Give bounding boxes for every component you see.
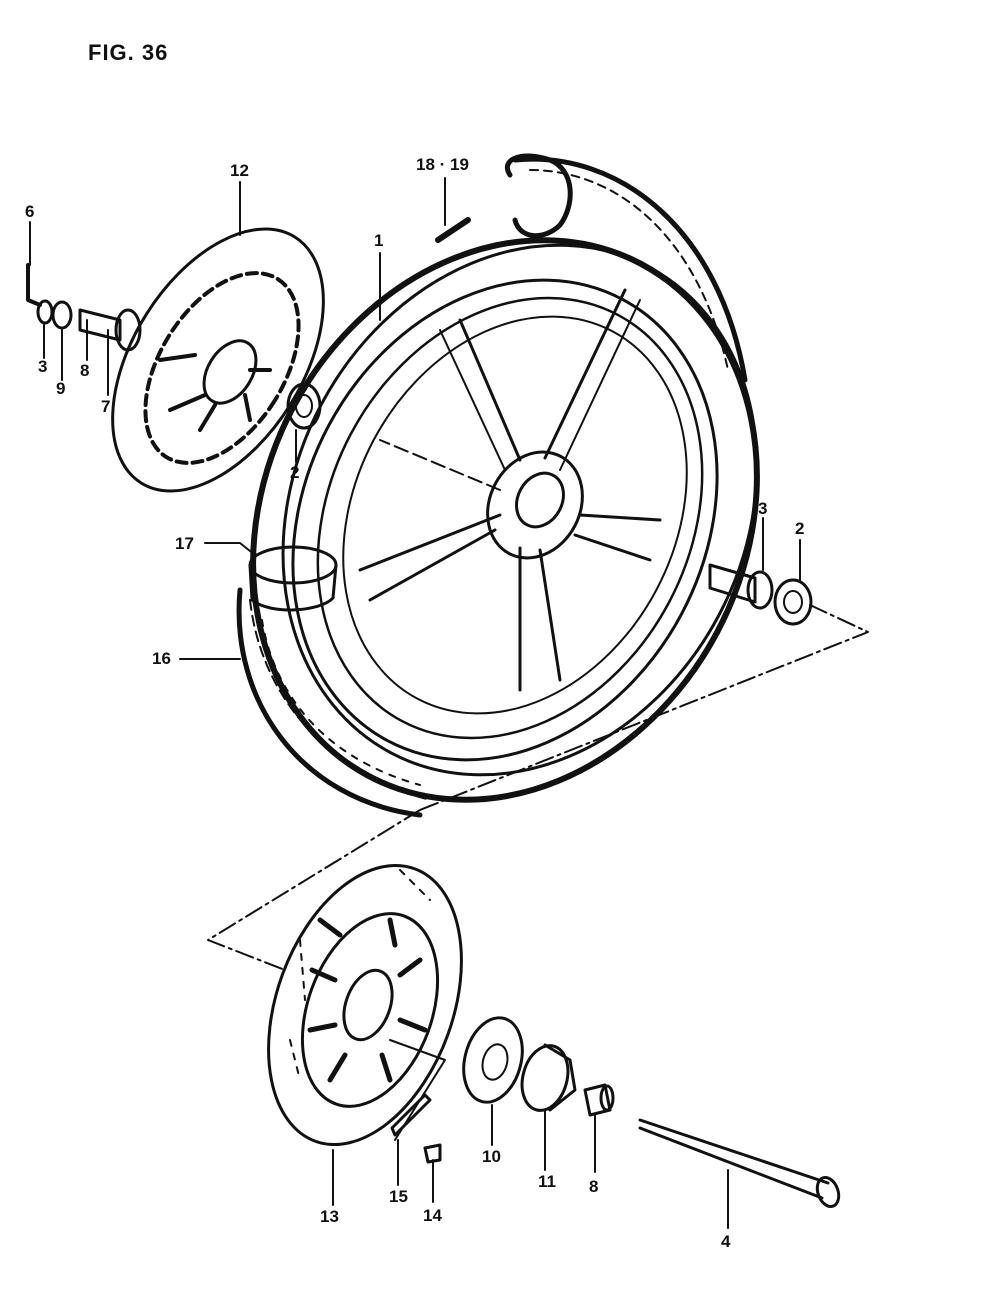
callout-11: 11 bbox=[538, 1172, 556, 1191]
seal-plate bbox=[462, 1016, 524, 1104]
brake-disc-right bbox=[267, 863, 463, 1147]
callout-16: 16 bbox=[152, 649, 171, 668]
lock-washer-bolt bbox=[389, 1039, 446, 1164]
callout-10: 10 bbox=[482, 1147, 501, 1166]
right-spacer-bearing bbox=[708, 563, 813, 626]
axle bbox=[638, 1118, 841, 1209]
figure-title: FIG. 36 bbox=[88, 40, 169, 65]
callout-6: 6 bbox=[25, 202, 35, 221]
callout-8-bottom: 8 bbox=[589, 1177, 599, 1196]
gearbox bbox=[520, 1043, 577, 1112]
brake-disc-left bbox=[111, 227, 325, 493]
spacer-lower bbox=[583, 1083, 615, 1117]
callout-18-19: 18 · 19 bbox=[416, 155, 469, 174]
assembly-guide-lines bbox=[207, 604, 869, 971]
callout-4: 4 bbox=[721, 1232, 731, 1251]
callout-2-right: 2 bbox=[795, 519, 805, 538]
callout-1: 1 bbox=[374, 231, 384, 250]
callout-12: 12 bbox=[230, 161, 249, 180]
left-hardware bbox=[26, 263, 142, 352]
callout-17: 17 bbox=[175, 534, 194, 553]
callout-3-left: 3 bbox=[38, 357, 48, 376]
callout-8-left: 8 bbox=[80, 361, 90, 380]
callout-2-top: 2 bbox=[290, 463, 300, 482]
wheel-rim bbox=[291, 278, 719, 762]
callout-14: 14 bbox=[423, 1206, 442, 1225]
tire bbox=[236, 156, 760, 818]
leader-lines bbox=[29, 177, 801, 1229]
callout-3-right: 3 bbox=[758, 499, 768, 518]
bearing-upper bbox=[286, 382, 322, 430]
callout-15: 15 bbox=[389, 1187, 408, 1206]
callout-7: 7 bbox=[101, 397, 111, 416]
valve-part bbox=[435, 217, 471, 243]
tube-part bbox=[248, 153, 573, 612]
callout-9: 9 bbox=[56, 379, 66, 398]
callout-13: 13 bbox=[320, 1207, 339, 1226]
